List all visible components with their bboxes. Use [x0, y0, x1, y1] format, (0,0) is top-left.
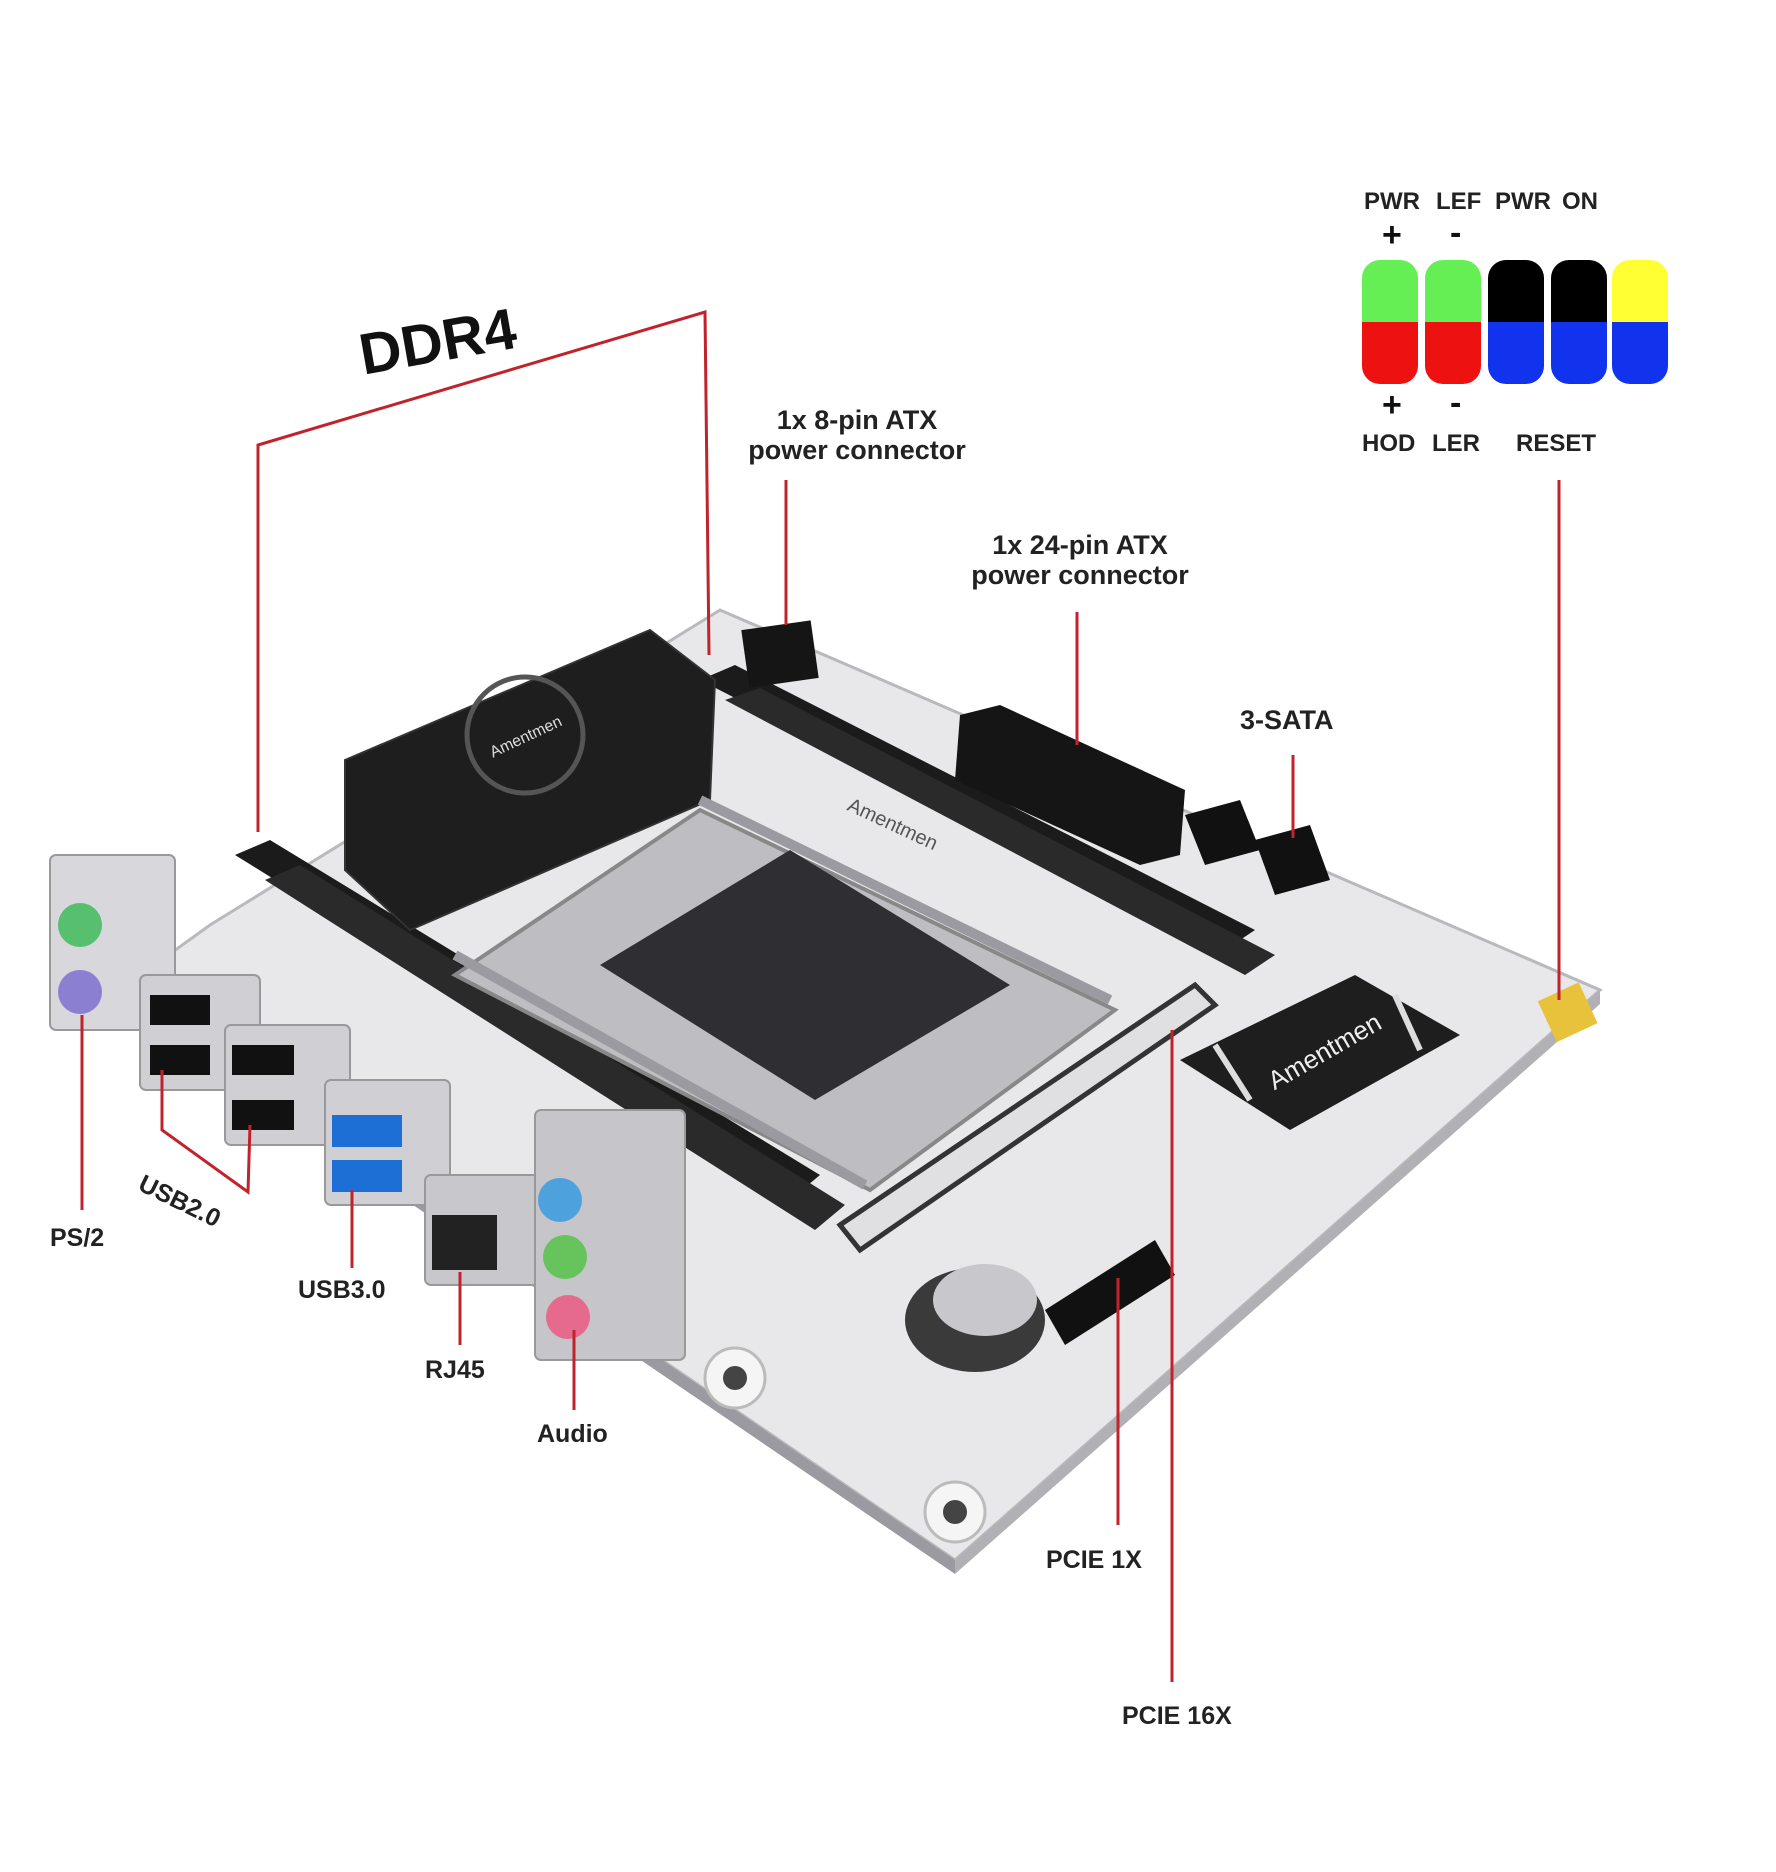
pin-2-top	[1425, 260, 1481, 322]
usb2-slot	[150, 995, 210, 1025]
front-panel-pin-3	[1488, 260, 1544, 384]
usb2-slot	[232, 1045, 294, 1075]
ps2-label: PS/2	[50, 1224, 105, 1252]
pin-3-bottom	[1488, 322, 1544, 384]
pin-4-bottom	[1551, 322, 1607, 384]
heatsink-stripe	[1392, 993, 1423, 1052]
pin-4-top	[1551, 260, 1607, 322]
usb2-leader-line	[160, 1070, 252, 1195]
audio-label: Audio	[537, 1420, 608, 1448]
usb3-label: USB3.0	[298, 1276, 386, 1304]
usb2-slot	[150, 1045, 210, 1075]
audio-pink-jack	[546, 1295, 590, 1339]
usb3-slot	[332, 1115, 402, 1147]
sata-connector	[1185, 800, 1260, 865]
usb2-slot	[232, 1100, 294, 1130]
ddr4-leader-line	[256, 309, 711, 832]
legend-top-label-lef: LEF	[1436, 188, 1482, 215]
legend-top-label-pwr: PWR	[1364, 188, 1420, 215]
fan-icon	[464, 674, 586, 796]
audio-green-jack	[543, 1235, 587, 1279]
legend-bottom-sign-plus: +	[1382, 386, 1402, 424]
pin-1-bottom	[1362, 322, 1418, 384]
atx24-label-line2: power connector	[971, 560, 1189, 590]
rj45-label: RJ45	[425, 1356, 485, 1384]
pin-3-top	[1488, 260, 1544, 322]
legend-top-label-on: ON	[1562, 188, 1598, 215]
front-panel-pin-4	[1551, 260, 1607, 384]
front-panel-pin-1	[1362, 260, 1418, 384]
atx8-label: 1x 8-pin ATX power connector	[712, 405, 1002, 465]
pin-1-top	[1362, 260, 1418, 322]
pcb-board-edge-right	[955, 990, 1600, 1574]
ddr4-slot	[725, 688, 1275, 975]
atx8-label-line2: power connector	[748, 435, 966, 465]
audio-blue-jack	[538, 1178, 582, 1222]
pin-5-top	[1612, 260, 1668, 322]
pcie16-label: PCIE 16X	[1122, 1702, 1232, 1730]
screw-hole-center	[723, 1366, 747, 1390]
pcie1-label: PCIE 1X	[1046, 1546, 1142, 1574]
atx24-label: 1x 24-pin ATX power connector	[930, 530, 1230, 590]
legend-bottom-label-hod: HOD	[1362, 430, 1416, 457]
rj45-socket	[432, 1215, 497, 1270]
atx8-label-line1: 1x 8-pin ATX	[776, 405, 938, 435]
pin-2-bottom	[1425, 322, 1481, 384]
motherboard-illustration: Amentmen Amentmen	[49, 608, 1603, 1574]
ps2-purple-port	[58, 970, 102, 1014]
atx-24pin-connector	[955, 705, 1185, 865]
legend-bottom-sign-minus: -	[1450, 384, 1462, 422]
pin-5-bottom	[1612, 322, 1668, 384]
usb3-slot	[332, 1160, 402, 1192]
cmos-battery-top	[933, 1264, 1037, 1336]
legend-top-sign-plus: +	[1382, 216, 1402, 254]
ps2-green-port	[58, 903, 102, 947]
atx-8pin-connector	[741, 620, 819, 688]
ddr4-slot	[265, 865, 845, 1230]
heatsink-stripe	[1212, 1043, 1253, 1102]
legend-bottom-label-ler: LER	[1432, 430, 1480, 457]
front-panel-pin-2	[1425, 260, 1481, 384]
sata-connector	[1255, 825, 1330, 895]
chipset-heatsink	[1180, 975, 1460, 1130]
cpu-socket-cover	[600, 850, 1010, 1100]
legend-top-sign-minus: -	[1450, 214, 1462, 252]
pcie-16x-slot	[836, 981, 1219, 1254]
leader-lines	[80, 309, 1561, 1682]
socket-lever	[697, 795, 1113, 1005]
front-panel-legend: PWR LEF PWR ON + - + - HOD LER RESET	[1340, 180, 1700, 470]
legend-bottom-label-reset: RESET	[1516, 430, 1597, 457]
socket-lever	[452, 950, 868, 1190]
screw-hole-center	[943, 1500, 967, 1524]
atx24-label-line1: 1x 24-pin ATX	[992, 530, 1168, 560]
pcie-1x-slot	[1045, 1240, 1175, 1345]
sata-label: 3-SATA	[1240, 705, 1334, 735]
legend-top-label-pwr2: PWR	[1495, 188, 1551, 215]
front-panel-header	[1537, 982, 1598, 1043]
front-panel-pin-5	[1612, 260, 1668, 384]
